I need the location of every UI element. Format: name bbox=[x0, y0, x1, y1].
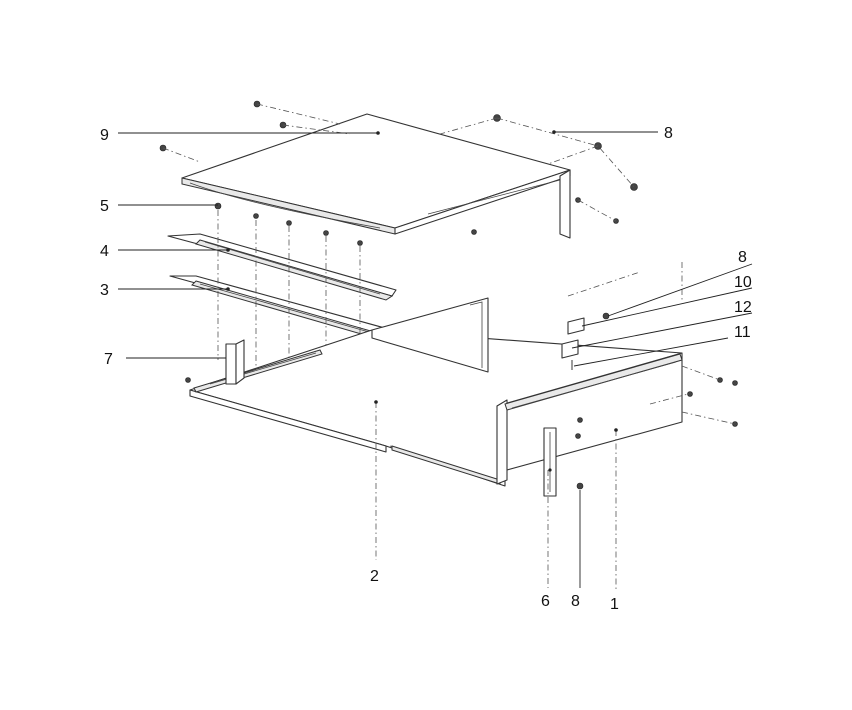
base-tray-part bbox=[189, 297, 683, 487]
callout-11: 11 bbox=[734, 324, 751, 341]
latch-hardware-parts bbox=[185, 312, 738, 490]
callout-5: 5 bbox=[100, 198, 109, 215]
upper-rail-part bbox=[167, 202, 397, 301]
callout-labels: 9 8 5 4 3 7 8 10 12 11 2 6 8 1 bbox=[100, 125, 752, 613]
callout-1: 1 bbox=[610, 596, 619, 613]
callout-10: 10 bbox=[734, 274, 752, 291]
top-cover-part bbox=[181, 113, 571, 239]
side-bracket-part bbox=[225, 339, 245, 385]
leader-lines bbox=[118, 130, 753, 592]
callout-7: 7 bbox=[104, 351, 113, 368]
callout-8-bottom: 8 bbox=[571, 593, 580, 610]
callout-2: 2 bbox=[370, 568, 379, 585]
callout-3: 3 bbox=[100, 282, 109, 299]
callout-9: 9 bbox=[100, 127, 109, 144]
callout-12: 12 bbox=[734, 299, 752, 316]
callout-6: 6 bbox=[541, 593, 550, 610]
lower-rail-part bbox=[169, 275, 393, 341]
callout-4: 4 bbox=[100, 243, 109, 260]
front-panel-part bbox=[496, 352, 683, 485]
callout-8-right: 8 bbox=[738, 249, 747, 266]
callout-8-top: 8 bbox=[664, 125, 673, 142]
top-cover-screws bbox=[159, 100, 638, 235]
handle-part bbox=[543, 427, 557, 497]
